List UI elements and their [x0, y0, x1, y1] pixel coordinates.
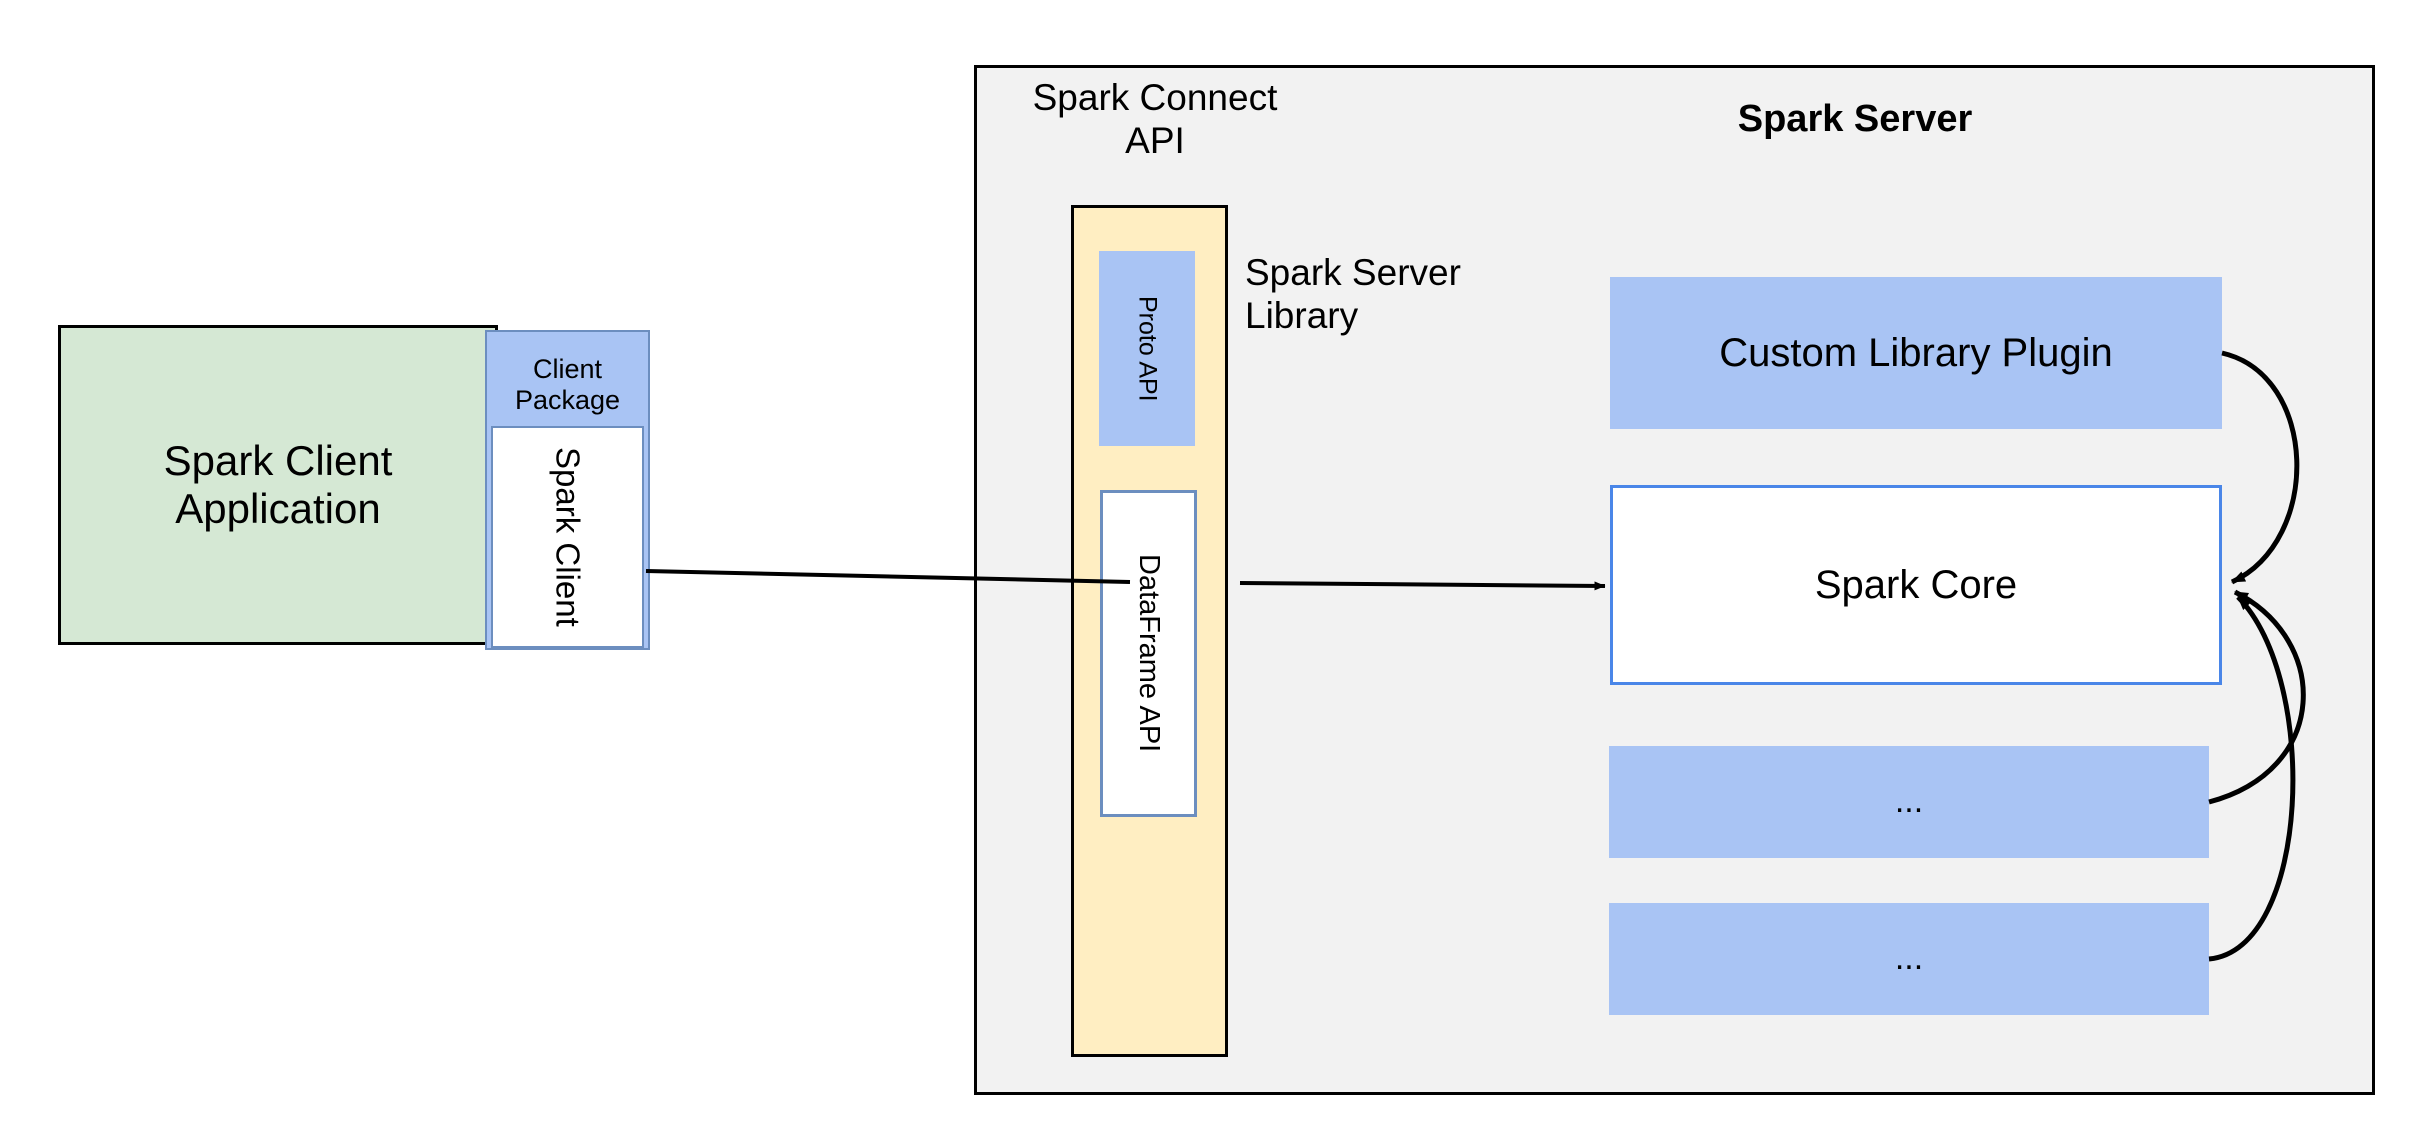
- client-package-line2: Package: [514, 385, 621, 416]
- spark-server-title: Spark Server: [1737, 98, 1973, 141]
- spark-core-box: Spark Core: [1610, 485, 2222, 685]
- dataframe-api-box: DataFrame API: [1100, 490, 1197, 817]
- ellipsis-box-2-label: ...: [1894, 939, 1924, 978]
- spark-client-application-box: Spark Client Application: [58, 325, 498, 645]
- spark-connect-api-line2: API: [1125, 120, 1185, 161]
- spark-server-library-label: Spark Server Library: [1245, 240, 1545, 350]
- proto-api-box: Proto API: [1099, 251, 1195, 446]
- ellipsis-box-2: ...: [1609, 903, 2209, 1015]
- spark-connect-api-label: Spark Connect API: [1010, 65, 1300, 175]
- spark-client-label: Spark Client: [549, 447, 587, 627]
- spark-connect-api-line1: Spark Connect: [1032, 77, 1278, 119]
- spark-client-application-line2: Application: [175, 485, 381, 532]
- spark-client-application-line1: Spark Client: [163, 436, 393, 484]
- custom-library-plugin-box: Custom Library Plugin: [1610, 277, 2222, 429]
- spark-core-label: Spark Core: [1814, 563, 2018, 607]
- ellipsis-box-1: ...: [1609, 746, 2209, 858]
- proto-api-label: Proto API: [1133, 295, 1162, 402]
- dataframe-api-label: DataFrame API: [1133, 554, 1166, 753]
- spark-server-library-line1: Spark Server: [1245, 252, 1461, 294]
- spark-client-box: Spark Client: [491, 426, 644, 648]
- custom-library-plugin-label: Custom Library Plugin: [1719, 331, 2113, 375]
- ellipsis-box-1-label: ...: [1894, 782, 1924, 821]
- spark-server-library-line2: Library: [1245, 295, 1359, 336]
- client-package-line1: Client: [532, 354, 603, 384]
